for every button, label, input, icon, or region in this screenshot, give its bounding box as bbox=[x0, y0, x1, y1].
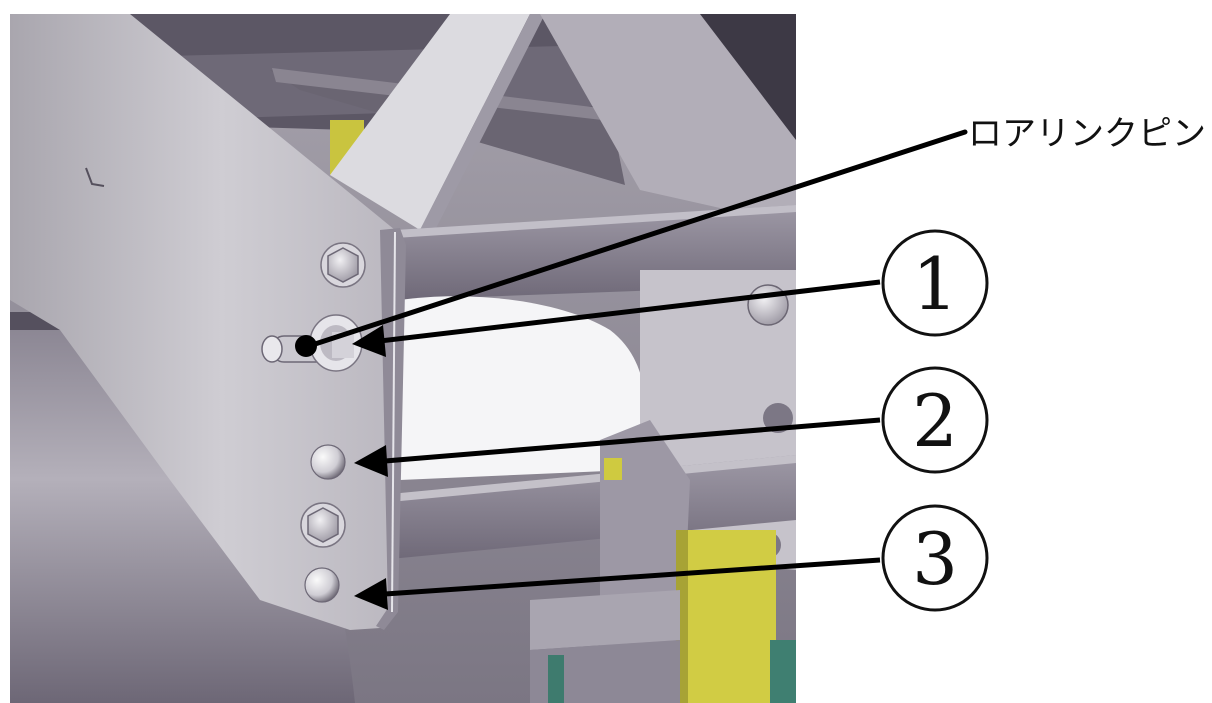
position-1-number: 1 bbox=[912, 242, 958, 326]
yellow-tab bbox=[604, 458, 622, 480]
open-background bbox=[400, 296, 646, 480]
pin-leader-line bbox=[309, 129, 968, 348]
yellow-part-lower bbox=[676, 530, 776, 703]
lower-link-plate bbox=[10, 14, 395, 630]
position-2-circle bbox=[881, 366, 989, 474]
right-panel bbox=[540, 14, 796, 225]
pin-leader-dot bbox=[295, 335, 317, 357]
pin-label: ロアリンクピン bbox=[968, 114, 1206, 154]
plate-edge bbox=[376, 228, 406, 630]
top-bolt bbox=[320, 242, 366, 288]
arrow-1-head bbox=[352, 325, 386, 357]
arrow-3-line bbox=[384, 557, 881, 597]
annotation-arrows bbox=[295, 129, 968, 610]
bottom-frame bbox=[530, 590, 680, 650]
lower-bolt bbox=[300, 502, 346, 548]
position-1-circle bbox=[881, 229, 989, 337]
arrow-1-line bbox=[379, 279, 881, 344]
position-3-circle bbox=[881, 504, 989, 612]
hole-position-3 bbox=[304, 567, 340, 603]
machine-rendering bbox=[10, 14, 796, 703]
position-2-number: 2 bbox=[912, 379, 958, 463]
hole-position-2 bbox=[310, 444, 346, 480]
arrow-3-head bbox=[354, 578, 388, 610]
lower-cross-bar bbox=[380, 455, 796, 560]
arrow-2-head bbox=[354, 445, 388, 477]
position-3-number: 3 bbox=[912, 517, 958, 601]
callout-labels: ロアリンクピン 1 2 3 bbox=[881, 114, 1206, 612]
right-bolt-upper bbox=[747, 284, 789, 326]
arrow-2-line bbox=[384, 417, 881, 464]
diagonal-strut bbox=[330, 14, 530, 230]
